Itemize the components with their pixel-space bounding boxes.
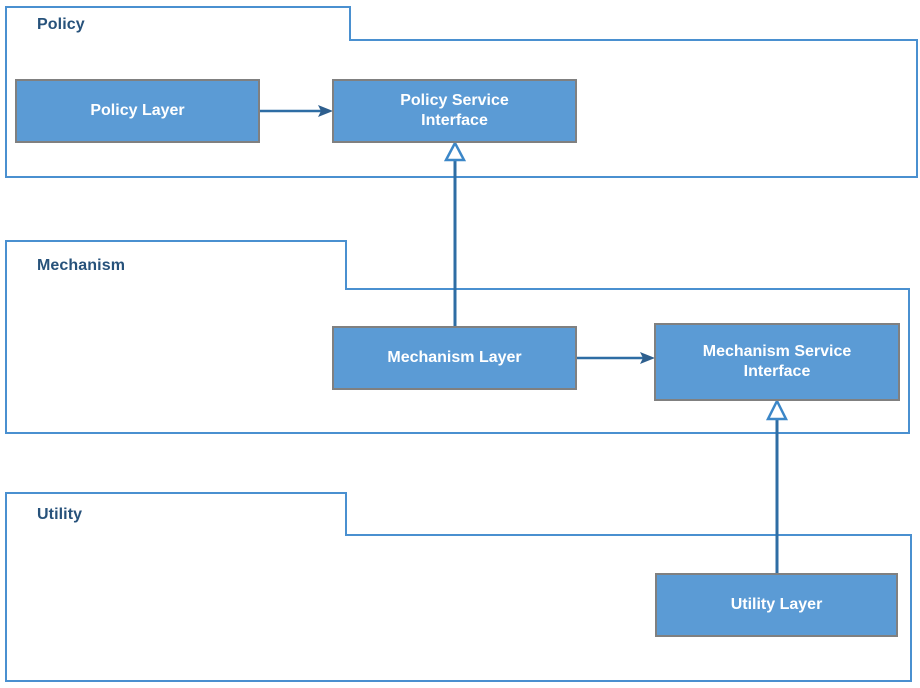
node-policy-layer[interactable]: Policy Layer <box>15 79 260 143</box>
package-tab-policy[interactable]: Policy <box>5 6 351 41</box>
package-tab-mask-mechanism <box>7 288 345 290</box>
package-tab-mask-utility <box>7 534 345 536</box>
node-policy-service-interface[interactable]: Policy Service Interface <box>332 79 577 143</box>
package-tab-mechanism[interactable]: Mechanism <box>5 240 347 290</box>
package-label-utility: Utility <box>37 506 83 523</box>
package-tab-mask-policy <box>7 39 349 41</box>
package-label-mechanism: Mechanism <box>37 257 126 274</box>
package-tab-utility[interactable]: Utility <box>5 492 347 536</box>
node-mechanism-service-interface[interactable]: Mechanism Service Interface <box>654 323 900 401</box>
package-label-policy: Policy <box>37 15 85 33</box>
node-mechanism-layer[interactable]: Mechanism Layer <box>332 326 577 390</box>
node-utility-layer[interactable]: Utility Layer <box>655 573 898 637</box>
